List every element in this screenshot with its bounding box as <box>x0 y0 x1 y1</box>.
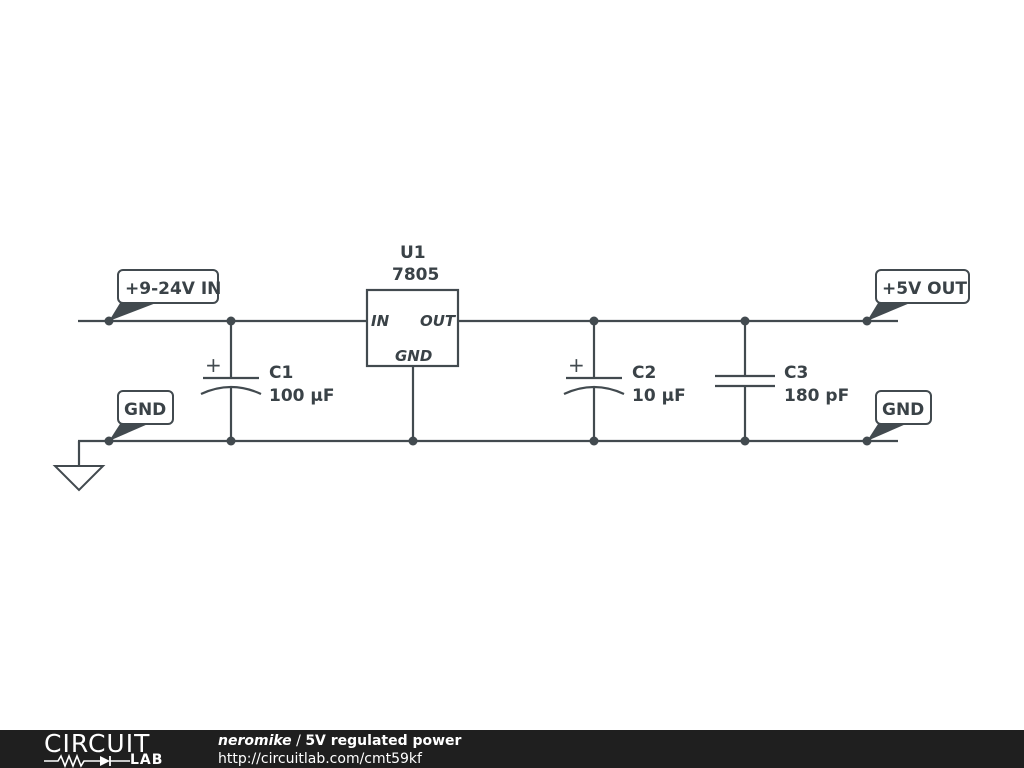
net-label-gnd-left: GND <box>109 390 174 441</box>
c3-value: 180 pF <box>784 386 849 406</box>
title-separator: / <box>296 733 301 749</box>
footer-title-line: neromike / 5V regulated power <box>218 732 461 750</box>
logo-lab-text: LAB <box>130 752 164 768</box>
capacitor-c3: C3 180 pF <box>715 321 849 441</box>
u1-pin-gnd: GND <box>395 347 432 365</box>
c1-value: 100 µF <box>269 386 335 406</box>
junction-node <box>589 316 599 326</box>
resistor-diode-icon <box>44 754 130 768</box>
net-label-gnd-right: GND <box>867 390 932 441</box>
net-label-input: +9-24V IN <box>109 269 221 321</box>
logo-circuit-text: CIRCUIT <box>44 729 151 758</box>
circuitlab-logo[interactable]: CIRCUIT LAB <box>44 729 179 768</box>
net-label-gnd-left-text: GND <box>124 400 166 420</box>
net-label-output: +5V OUT <box>867 269 970 321</box>
c3-ref: C3 <box>784 363 808 383</box>
c2-polarity: + <box>568 353 585 377</box>
capacitor-c2: + C2 10 µF <box>563 321 686 441</box>
junction-node <box>740 316 750 326</box>
c2-value: 10 µF <box>632 386 686 406</box>
c1-ref: C1 <box>269 363 293 383</box>
footer-info: neromike / 5V regulated power http://cir… <box>218 732 461 768</box>
ground-symbol <box>52 441 106 492</box>
junction-node <box>740 436 750 446</box>
c2-ref: C2 <box>632 363 656 383</box>
junction-node <box>226 436 236 446</box>
u1-ref: U1 <box>400 243 426 263</box>
u1-pin-in: IN <box>371 312 390 330</box>
net-label-gnd-right-text: GND <box>882 400 924 420</box>
u1-pin-out: OUT <box>420 312 457 330</box>
circuit-title: 5V regulated power <box>305 733 462 749</box>
junction-node <box>408 436 418 446</box>
junction-node <box>226 316 236 326</box>
net-label-output-text: +5V OUT <box>882 279 967 299</box>
author-link[interactable]: neromike <box>218 733 292 749</box>
c1-polarity: + <box>205 353 222 377</box>
circuit-schematic: + C1 100 µF U1 7805 IN OUT GND + C2 10 µ… <box>52 243 970 492</box>
net-label-input-text: +9-24V IN <box>125 279 221 299</box>
u1-part: 7805 <box>392 265 439 285</box>
capacitor-c1: + C1 100 µF <box>200 321 335 441</box>
footer-bar: CIRCUIT LAB neromike / 5V regulated powe… <box>0 730 1024 768</box>
circuit-url-link[interactable]: http://circuitlab.com/cmt59kf <box>218 751 422 767</box>
regulator-u1: U1 7805 IN OUT GND <box>365 243 460 441</box>
junction-node <box>589 436 599 446</box>
